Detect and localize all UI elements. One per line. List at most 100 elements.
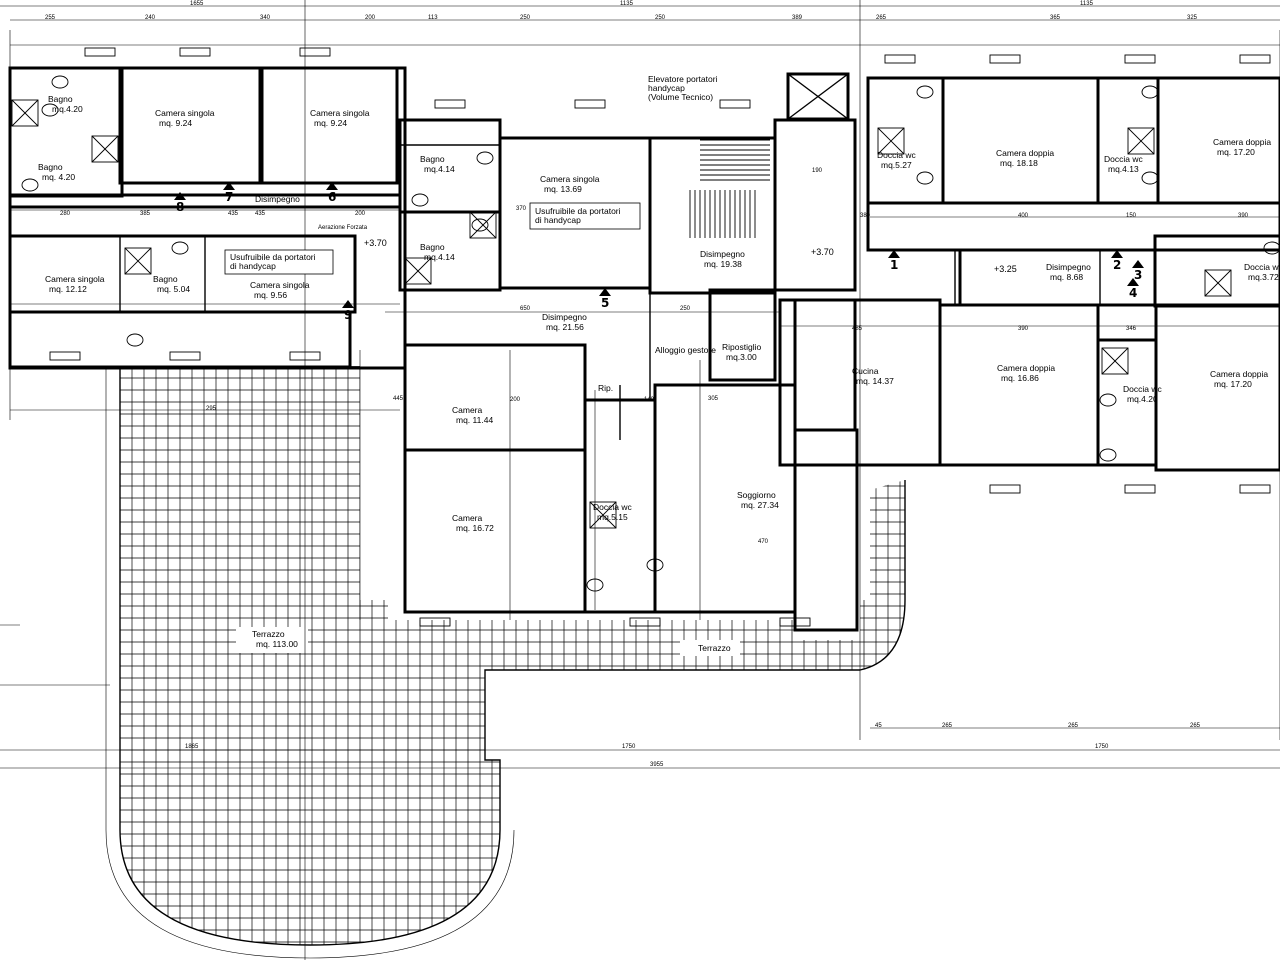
dimension-text: 435 <box>228 211 239 217</box>
shower-diagonal <box>589 501 617 529</box>
dimension-text: 3955 <box>650 762 664 768</box>
shower-diagonal <box>469 211 497 239</box>
elevator-note: handycap <box>648 83 685 93</box>
room-area: mq. 17.20 <box>1214 379 1252 389</box>
dimension-text: 265 <box>942 723 953 729</box>
shower-tray <box>1204 269 1232 297</box>
window-symbol <box>989 484 1021 494</box>
room-area: mq. 9.24 <box>314 118 347 128</box>
window-symbol <box>84 47 116 57</box>
room-area: mq. 9.24 <box>159 118 192 128</box>
dimension-text: 1135 <box>1080 1 1094 7</box>
wall-segment <box>648 136 777 295</box>
dimension-text: 445 <box>393 396 404 402</box>
room-name: Disimpegno <box>700 249 745 259</box>
sink-fixture <box>1141 85 1159 99</box>
window-symbol <box>419 617 451 627</box>
sink-fixture <box>1141 171 1159 185</box>
wall-segment <box>793 298 857 432</box>
dimension-text: 255 <box>45 15 56 21</box>
room-name: Doccia wc <box>1244 262 1280 272</box>
dimension-text: 389 <box>792 15 803 21</box>
sink-fixture <box>171 241 189 255</box>
dimension-text: 1865 <box>185 744 199 750</box>
sink-fixture <box>1099 448 1117 462</box>
room-name: Rip. <box>598 383 613 393</box>
shower-diagonal <box>1204 269 1232 297</box>
window-symbol <box>719 99 751 109</box>
section-marker-number: 6 <box>328 190 336 204</box>
shower-diagonal <box>404 257 432 285</box>
sink-fixture <box>586 578 604 592</box>
wall-segment <box>1154 303 1280 472</box>
window-symbol <box>1239 484 1271 494</box>
dimension-text: 265 <box>876 15 887 21</box>
window-symbol <box>49 351 81 361</box>
dimension-text: 250 <box>680 306 691 312</box>
room-area: mq. 11.44 <box>456 415 493 425</box>
dimension-text: 240 <box>145 15 156 21</box>
room-name: Camera singola <box>155 108 215 118</box>
shower-diagonal <box>1127 127 1155 155</box>
dimension-text: 385 <box>140 211 151 217</box>
dimension-text: 280 <box>60 211 71 217</box>
terrace-label-backdrop <box>680 640 740 656</box>
room-name: Soggiorno <box>737 490 776 500</box>
wall-segment <box>941 76 1100 205</box>
level-mark: +3.70 <box>364 238 387 248</box>
dimension-text: 200 <box>510 397 521 403</box>
marker-arrow <box>599 288 611 296</box>
terrace-outline <box>119 366 906 946</box>
room-area: mq. 16.72 <box>456 523 494 533</box>
elevator-note: (Volume Tecnico) <box>648 92 713 102</box>
sink-fixture <box>1263 241 1280 255</box>
room-name: Disimpegno <box>542 312 587 322</box>
marker-arrow <box>1127 278 1139 286</box>
room-name: Camera singola <box>540 174 600 184</box>
room-area: mq. 14.37 <box>856 376 894 386</box>
dimension-text: 346 <box>1126 326 1137 332</box>
shower-tray <box>589 501 617 529</box>
window-symbol <box>1124 54 1156 64</box>
marker-arrow <box>1111 250 1123 258</box>
room-name: Alloggio gestore <box>655 345 716 355</box>
room-name: Terrazzo <box>252 629 285 639</box>
wall-segment <box>708 288 777 382</box>
room-name: Terrazzo <box>698 643 731 653</box>
sink-fixture <box>21 178 39 192</box>
room-area: mq. 9.56 <box>254 290 287 300</box>
handicap-note: di handycap <box>230 261 276 271</box>
sink-fixture <box>1099 393 1117 407</box>
dimension-text: 650 <box>520 306 531 312</box>
dimension-text: 485 <box>852 326 863 332</box>
room-name: Disimpegno <box>1046 262 1091 272</box>
marker-arrow <box>342 300 354 308</box>
marker-arrow <box>223 182 235 190</box>
shower-tray <box>124 247 152 275</box>
room-area: mq.3.72 <box>1248 272 1279 282</box>
dimension-text: 380 <box>860 213 871 219</box>
dimension-text: 390 <box>1238 213 1249 219</box>
room-area: mq.4.20 <box>52 104 83 114</box>
dimension-text: 140 <box>644 397 655 403</box>
marker-arrow <box>174 192 186 200</box>
room-name: Camera doppia <box>1210 369 1268 379</box>
room-name: Camera <box>452 405 483 415</box>
window-symbol <box>434 99 466 109</box>
wall-segment <box>773 118 857 292</box>
dimension-text: 400 <box>1018 213 1029 219</box>
sink-fixture <box>476 151 494 165</box>
room-name: Camera doppia <box>996 148 1054 158</box>
room-name: Bagno <box>153 274 178 284</box>
dimension-text: 1655 <box>190 1 204 7</box>
level-mark: +3.70 <box>811 247 834 257</box>
room-name: Camera <box>452 513 483 523</box>
room-area: mq.4.13 <box>1108 164 1139 174</box>
dimension-text: 200 <box>355 211 366 217</box>
room-area: mq. 113.00 <box>256 639 298 649</box>
room-area: mq. 8.68 <box>1050 272 1083 282</box>
handicap-note: di handycap <box>535 215 581 225</box>
section-marker-number: 4 <box>1129 286 1137 300</box>
room-area: mq. 19.38 <box>704 259 742 269</box>
